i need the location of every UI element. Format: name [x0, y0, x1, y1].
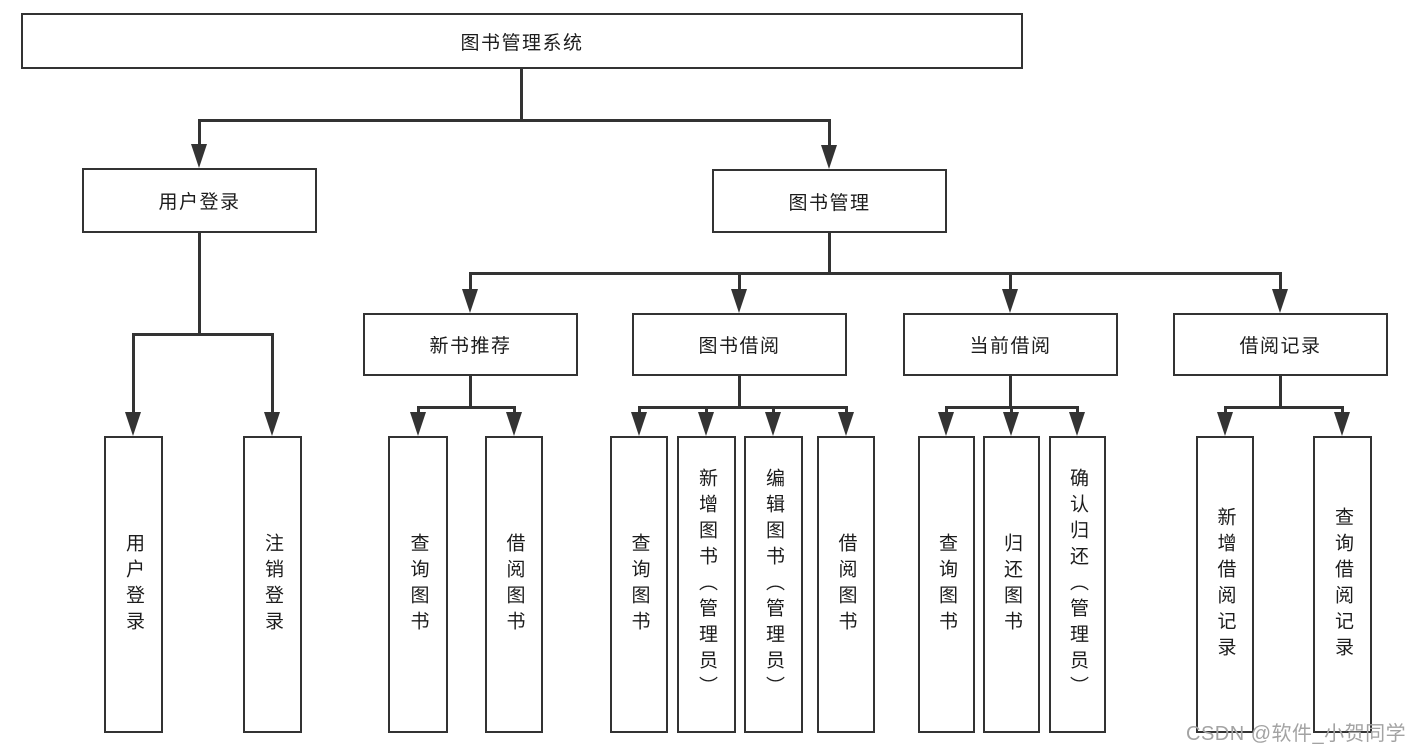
- node-current-borrow: 当前借阅: [903, 313, 1118, 376]
- leaf-confirm-return-admin: 确认归还（管理员）: [1049, 436, 1106, 733]
- connector-book-stub: [828, 233, 831, 273]
- leaf-query-book-2-label: 查询图书: [628, 532, 650, 637]
- connector-rail-e: [1224, 406, 1343, 409]
- leaf-query-book-1: 查询图书: [388, 436, 448, 733]
- connector-drop-c1: [638, 406, 641, 415]
- arrowhead-icon: [1003, 412, 1019, 436]
- leaf-query-book-3-label: 查询图书: [936, 532, 957, 637]
- connector-stub-b: [469, 376, 472, 408]
- leaf-query-borrow-record: 查询借阅记录: [1313, 436, 1372, 733]
- arrowhead-icon: [765, 412, 781, 436]
- connector-drop-l3-2: [1009, 272, 1012, 291]
- node-borrow-record-label: 借阅记录: [1239, 336, 1322, 357]
- connector-drop-l3-1: [738, 272, 741, 291]
- node-root-label: 图书管理系统: [460, 32, 584, 54]
- arrowhead-icon: [838, 412, 854, 436]
- leaf-add-book-admin: 新增图书（管理员）: [677, 436, 736, 733]
- connector-rail-user: [132, 333, 273, 336]
- connector-drop-a1: [132, 333, 135, 413]
- leaf-edit-book-admin-label: 编辑图书（管理员）: [763, 467, 784, 702]
- connector-drop-c3: [772, 406, 775, 415]
- arrowhead-icon: [821, 145, 837, 169]
- arrowhead-icon: [264, 412, 280, 436]
- arrowhead-icon: [938, 412, 954, 436]
- connector-stub-c: [738, 376, 741, 408]
- connector-drop-d1: [945, 406, 948, 415]
- connector-user-stub: [198, 233, 201, 333]
- connector-drop-c4: [845, 406, 848, 415]
- connector-drop-l3-0: [469, 272, 472, 291]
- connector-drop-book: [828, 119, 831, 147]
- connector-drop-a2: [271, 333, 274, 413]
- node-borrow-record: 借阅记录: [1173, 313, 1388, 376]
- connector-root-stub: [520, 69, 523, 120]
- node-new-book-recommend: 新书推荐: [363, 313, 578, 376]
- connector-rail-level2: [198, 119, 830, 122]
- node-book-borrow: 图书借阅: [632, 313, 847, 376]
- leaf-add-borrow-record: 新增借阅记录: [1196, 436, 1254, 733]
- arrowhead-icon: [125, 412, 141, 436]
- csdn-watermark: CSDN @软件_小贺同学: [1186, 723, 1405, 745]
- node-book-borrow-label: 图书借阅: [698, 336, 781, 357]
- arrowhead-icon: [1272, 289, 1288, 313]
- connector-rail-b: [417, 406, 515, 409]
- leaf-confirm-return-admin-label: 确认归还（管理员）: [1067, 467, 1088, 702]
- leaf-edit-book-admin: 编辑图书（管理员）: [744, 436, 803, 733]
- leaf-return-book-label: 归还图书: [1001, 532, 1022, 637]
- node-user-login: 用户登录: [82, 168, 317, 233]
- connector-drop-c2: [705, 406, 708, 415]
- leaf-query-borrow-record-label: 查询借阅记录: [1332, 506, 1353, 663]
- arrowhead-icon: [731, 289, 747, 313]
- arrowhead-icon: [506, 412, 522, 436]
- node-book-management-label: 图书管理: [788, 192, 871, 214]
- leaf-borrow-book-2: 借阅图书: [817, 436, 875, 733]
- connector-drop-e2: [1341, 406, 1344, 415]
- connector-stub-d: [1009, 376, 1012, 408]
- node-book-management: 图书管理: [712, 169, 947, 233]
- arrowhead-icon: [631, 412, 647, 436]
- node-user-login-label: 用户登录: [158, 192, 241, 213]
- leaf-user-login: 用户登录: [104, 436, 163, 733]
- connector-drop-d3: [1076, 406, 1079, 415]
- leaf-add-book-admin-label: 新增图书（管理员）: [696, 467, 717, 702]
- arrowhead-icon: [462, 289, 478, 313]
- arrowhead-icon: [1334, 412, 1350, 436]
- leaf-user-login-label: 用户登录: [123, 532, 144, 637]
- leaf-query-book-2: 查询图书: [610, 436, 668, 733]
- connector-drop-b1: [417, 406, 420, 415]
- connector-drop-e1: [1224, 406, 1227, 415]
- connector-drop-l3-3: [1279, 272, 1282, 291]
- connector-rail-level3: [469, 272, 1281, 275]
- arrowhead-icon: [1217, 412, 1233, 436]
- leaf-add-borrow-record-label: 新增借阅记录: [1214, 506, 1236, 663]
- leaf-borrow-book-2-label: 借阅图书: [835, 532, 857, 637]
- leaf-borrow-book-1-label: 借阅图书: [503, 532, 525, 637]
- arrowhead-icon: [1069, 412, 1085, 436]
- connector-drop-d2: [1010, 406, 1013, 415]
- arrowhead-icon: [191, 144, 207, 168]
- arrowhead-icon: [410, 412, 426, 436]
- connector-stub-e: [1279, 376, 1282, 408]
- arrowhead-icon: [698, 412, 714, 436]
- arrowhead-icon: [1002, 289, 1018, 313]
- connector-drop-b2: [513, 406, 516, 415]
- leaf-return-book: 归还图书: [983, 436, 1040, 733]
- leaf-borrow-book-1: 借阅图书: [485, 436, 543, 733]
- node-current-borrow-label: 当前借阅: [969, 336, 1052, 357]
- leaf-query-book-3: 查询图书: [918, 436, 975, 733]
- leaf-logout-label: 注销登录: [262, 532, 283, 637]
- connector-rail-c: [638, 406, 847, 409]
- node-new-book-recommend-label: 新书推荐: [429, 336, 512, 357]
- leaf-query-book-1-label: 查询图书: [407, 532, 429, 637]
- connector-drop-user: [198, 119, 201, 147]
- leaf-logout: 注销登录: [243, 436, 302, 733]
- node-root: 图书管理系统: [21, 13, 1023, 69]
